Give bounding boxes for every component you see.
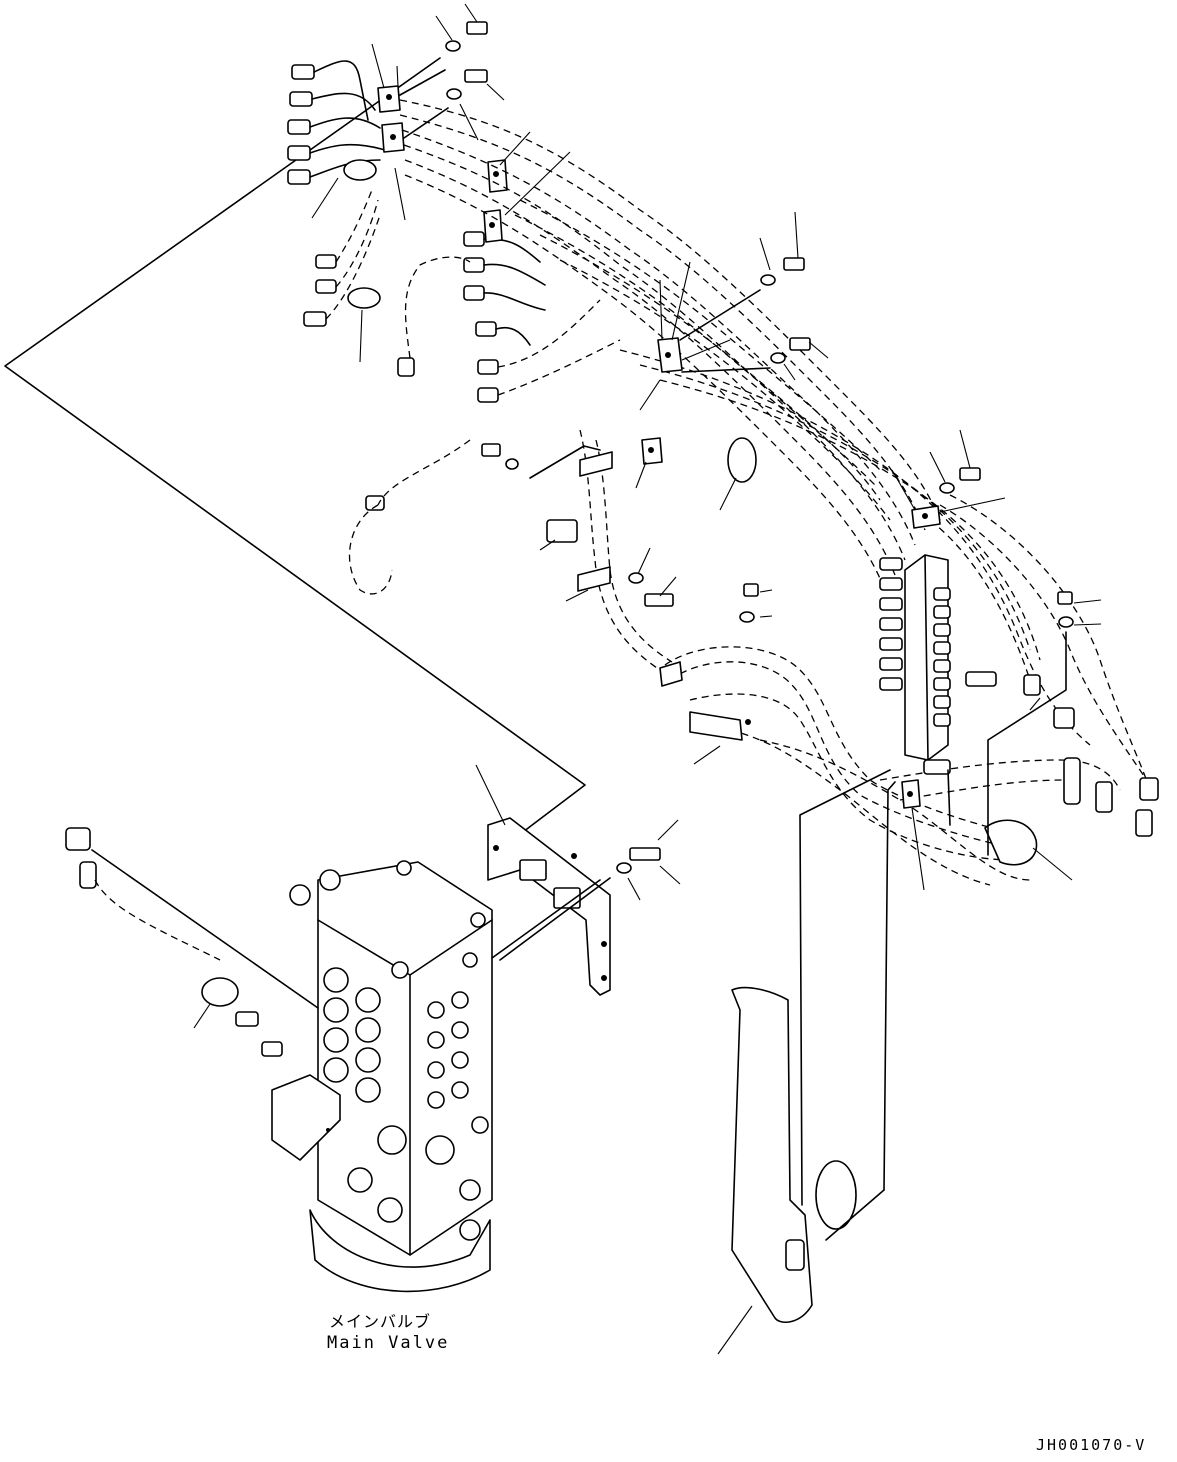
main-valve-label-en: Main Valve xyxy=(327,1333,450,1353)
lower-bundle-clamp xyxy=(659,661,751,741)
main-valve xyxy=(271,860,601,1293)
upper-bolts xyxy=(399,3,505,141)
mid-bolts xyxy=(481,211,1102,628)
right-fittings xyxy=(947,631,1159,881)
assembly-boundary-line xyxy=(4,57,586,839)
upper-left-fittings xyxy=(287,60,405,327)
main-valve-label-jp: メインバルブ xyxy=(329,1312,432,1331)
leader-lines xyxy=(311,43,731,411)
drawing-code: JH001070-V xyxy=(1036,1436,1147,1454)
manifold-block xyxy=(879,554,997,775)
hose-bundle xyxy=(399,99,1151,886)
bundle-clamps xyxy=(577,337,941,809)
mounting-bracket xyxy=(475,764,681,996)
middle-fittings xyxy=(348,159,621,595)
lower-right-bracket xyxy=(693,745,925,1355)
left-pilot-pipe xyxy=(65,827,319,1057)
